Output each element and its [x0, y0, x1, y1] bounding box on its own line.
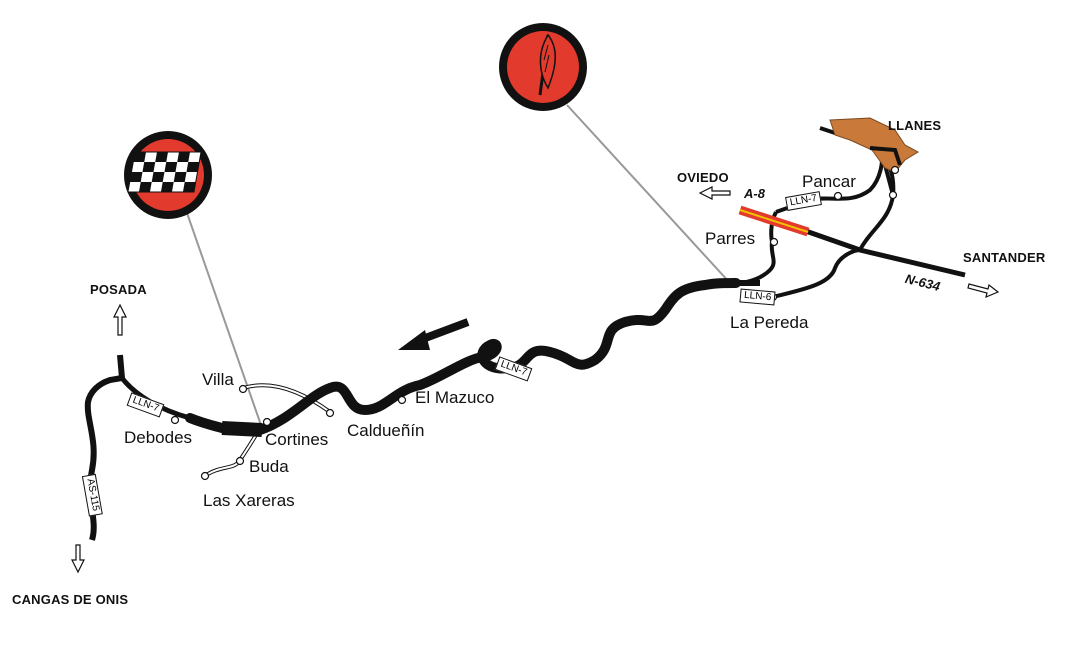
buda-dot: [235, 456, 245, 466]
arrow-down-icon: [71, 544, 85, 574]
junction-dot: [888, 190, 898, 200]
finish-flag-icon: [124, 131, 212, 219]
la-pereda-label: La Pereda: [730, 313, 809, 332]
start-pointer-line: [566, 104, 731, 284]
villa-label: Villa: [202, 370, 234, 389]
villa-road: [242, 384, 331, 413]
arrow-right-icon: [967, 283, 1000, 299]
arrow-left-icon: [698, 186, 731, 200]
pancar-dot: [833, 191, 843, 201]
calduenin-dot: [325, 408, 335, 418]
finish-pointer-line: [186, 212, 263, 429]
parres-label: Parres: [705, 229, 756, 248]
pancar-label: Pancar: [802, 172, 856, 191]
buda-label: Buda: [249, 457, 289, 476]
lln6-road: [772, 248, 861, 299]
lln6-tag: LLN-6: [739, 288, 776, 306]
las-xareras-dot: [200, 471, 210, 481]
direction-arrow-icon: [418, 318, 470, 344]
arrow-up-icon: [113, 303, 127, 336]
cortines-label: Cortines: [265, 430, 329, 449]
start-flag-icon: [499, 23, 587, 111]
llanes-dot: [890, 165, 900, 175]
las-xareras-label: Las Xareras: [203, 491, 295, 510]
calduenin-label: Calduеñín: [347, 421, 425, 440]
parres-dot: [769, 237, 779, 247]
posada-label: POSADA: [90, 282, 147, 297]
el-mazuco-label: El Mazuco: [415, 388, 495, 407]
llanes-label: LLANES: [888, 118, 942, 133]
parres-road: [739, 241, 776, 285]
villa-dot: [238, 384, 248, 394]
debodes-dot: [170, 415, 180, 425]
finish-segment: [221, 421, 263, 437]
rally-route: [185, 278, 741, 436]
cangas-label: CANGAS DE ONIS: [12, 592, 129, 607]
santander-label: SANTANDER: [963, 250, 1046, 265]
a8-label: A-8: [744, 186, 765, 201]
el-mazuco-dot: [397, 395, 407, 405]
cortines-dot: [262, 417, 272, 427]
debodes-label: Debodes: [124, 428, 193, 447]
oviedo-label: OVIEDO: [677, 170, 729, 185]
